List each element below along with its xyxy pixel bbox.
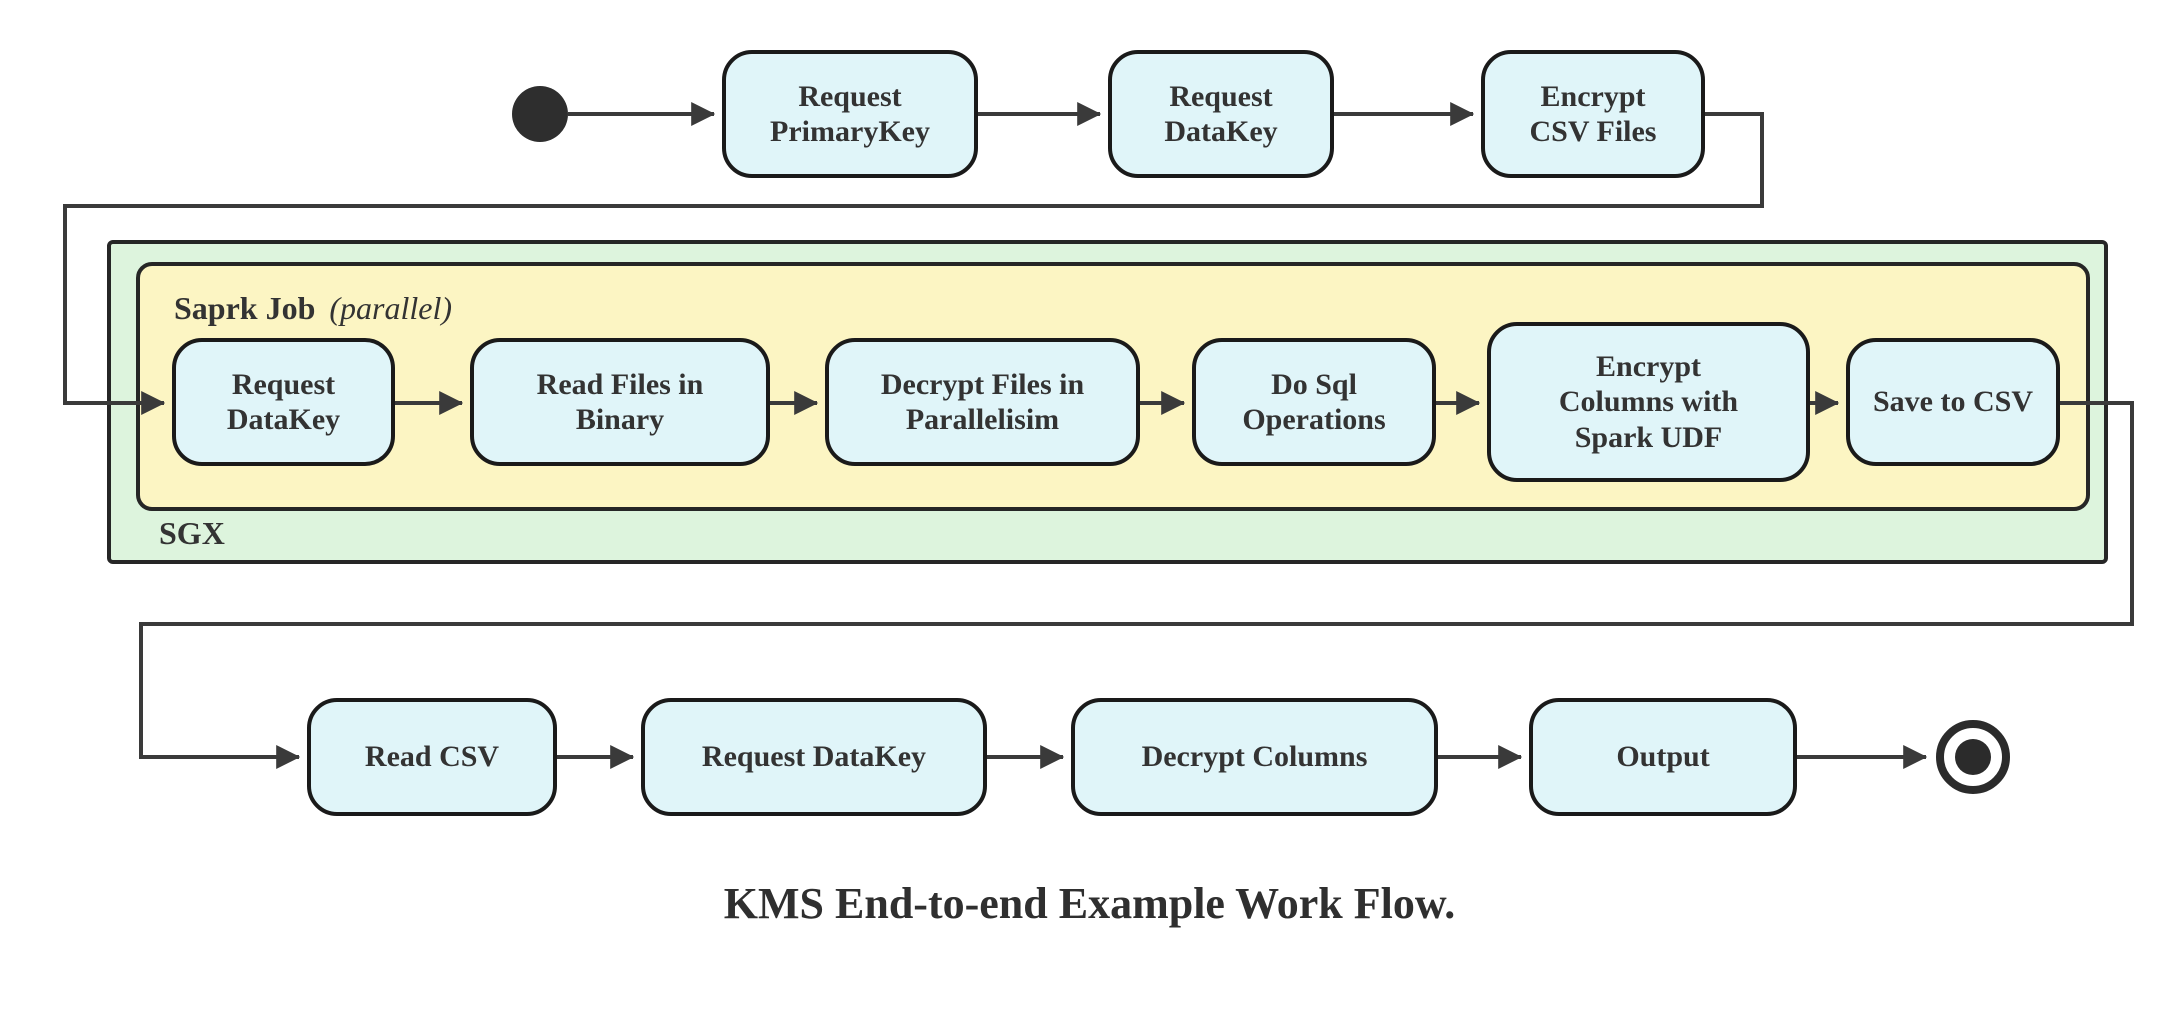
spark-job-label-text: Saprk Job	[174, 290, 316, 326]
final-node-icon	[1936, 720, 2010, 794]
node-decrypt-files-in-parallelisim: Decrypt Files in Parallelisim	[825, 338, 1140, 466]
node-request-primarykey: Request PrimaryKey	[722, 50, 978, 178]
node-encrypt-csv-files: Encrypt CSV Files	[1481, 50, 1705, 178]
sgx-label: SGX	[159, 515, 225, 551]
spark-job-label: Saprk Job (parallel)	[174, 290, 452, 327]
diagram-caption: KMS End-to-end Example Work Flow.	[723, 879, 1456, 928]
node-output: Output	[1529, 698, 1797, 816]
node-request-datakey-bottom: Request DataKey	[641, 698, 987, 816]
spark-job-parallel-tag: (parallel)	[329, 290, 453, 326]
node-request-datakey-spark: Request DataKey	[172, 338, 395, 466]
node-read-csv: Read CSV	[307, 698, 557, 816]
final-node-inner-dot	[1955, 739, 1991, 775]
node-save-to-csv: Save to CSV	[1846, 338, 2060, 466]
initial-node-icon	[512, 86, 568, 142]
node-decrypt-columns: Decrypt Columns	[1071, 698, 1438, 816]
node-encrypt-columns-with-spark-udf: Encrypt Columns with Spark UDF	[1487, 322, 1810, 482]
node-request-datakey-top: Request DataKey	[1108, 50, 1334, 178]
node-read-files-in-binary: Read Files in Binary	[470, 338, 770, 466]
node-do-sql-operations: Do Sql Operations	[1192, 338, 1436, 466]
